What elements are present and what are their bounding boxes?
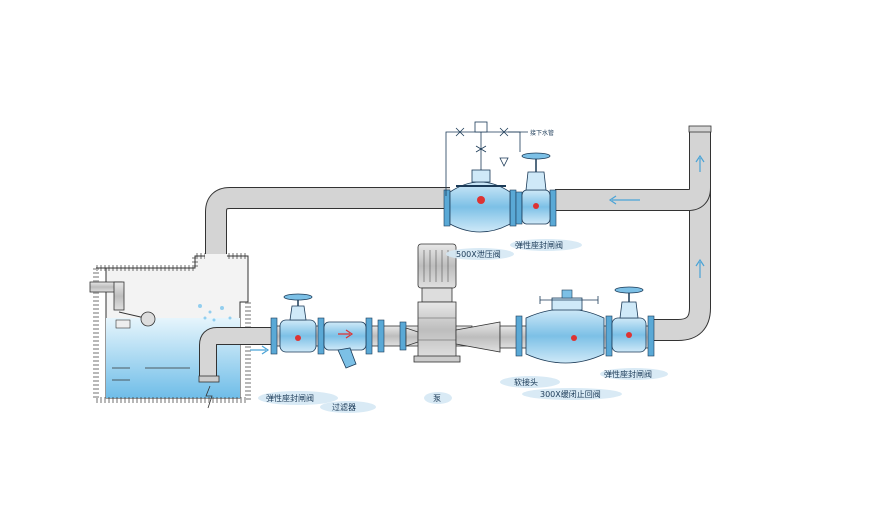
handwheel-icon <box>614 286 644 294</box>
label-pressure-relief-valve: 500X泄压阀 <box>456 249 501 259</box>
pump <box>413 243 461 363</box>
y-filter <box>323 321 367 369</box>
handwheel-icon <box>521 152 551 160</box>
gate-valve-inlet <box>279 293 317 353</box>
gate-valve-outlet <box>611 286 647 353</box>
label-pump: 泵 <box>433 394 441 403</box>
label-flexible-joint: 软接头 <box>514 377 538 387</box>
label-gate-valve-top: 弹性座封闸阀 <box>515 240 563 250</box>
float-ball <box>140 311 156 327</box>
label-check-valve: 300X缓闭止回阀 <box>540 389 601 399</box>
handwheel-icon <box>283 293 313 301</box>
label-gate-valve-inlet: 弹性座封闸阀 <box>266 393 314 403</box>
label-gate-valve-outlet: 弹性座封闸阀 <box>604 369 652 379</box>
gate-valve-top <box>515 152 557 227</box>
check-valve <box>525 289 605 364</box>
label-filter: 过滤器 <box>332 402 356 412</box>
pressure-relief-valve <box>443 121 528 233</box>
label-drain-pipe: 接下水管 <box>530 129 554 137</box>
water-tank <box>89 187 450 409</box>
discharge-pipe <box>250 125 712 355</box>
label-backgrounds <box>258 239 668 413</box>
